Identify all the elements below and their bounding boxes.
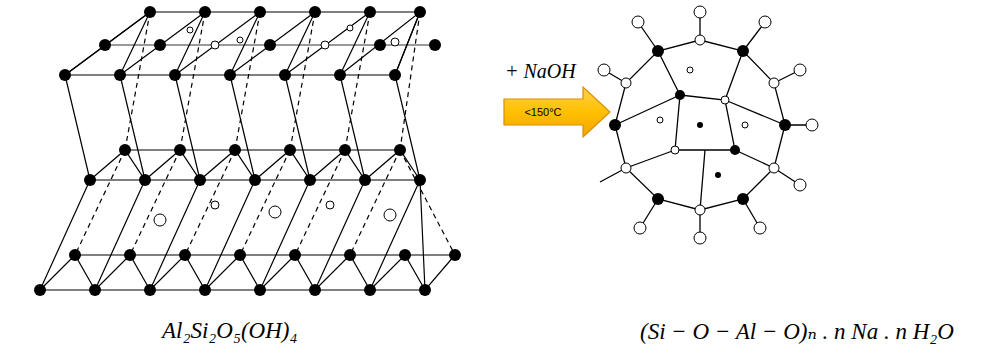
zeolite-oxygen-atoms (598, 6, 818, 244)
zeolite-bonds (600, 12, 812, 238)
lattice-atoms (34, 6, 461, 296)
lattice-small-atoms (154, 25, 399, 226)
zeolite-t-atoms (609, 45, 791, 205)
kaolinite-lattice (40, 12, 455, 290)
arrow-outline (504, 87, 610, 137)
temperature-text: <150°C (503, 99, 583, 125)
formula-label: Al₂Si₂O₅(OH)₄ (162, 318, 297, 344)
process-arrow: <150°C (503, 86, 611, 138)
reagent-label: + NaOH (505, 60, 576, 83)
formula-label: (Si − O − Al − O)ₙ . n Na . n H₂O (640, 318, 954, 345)
